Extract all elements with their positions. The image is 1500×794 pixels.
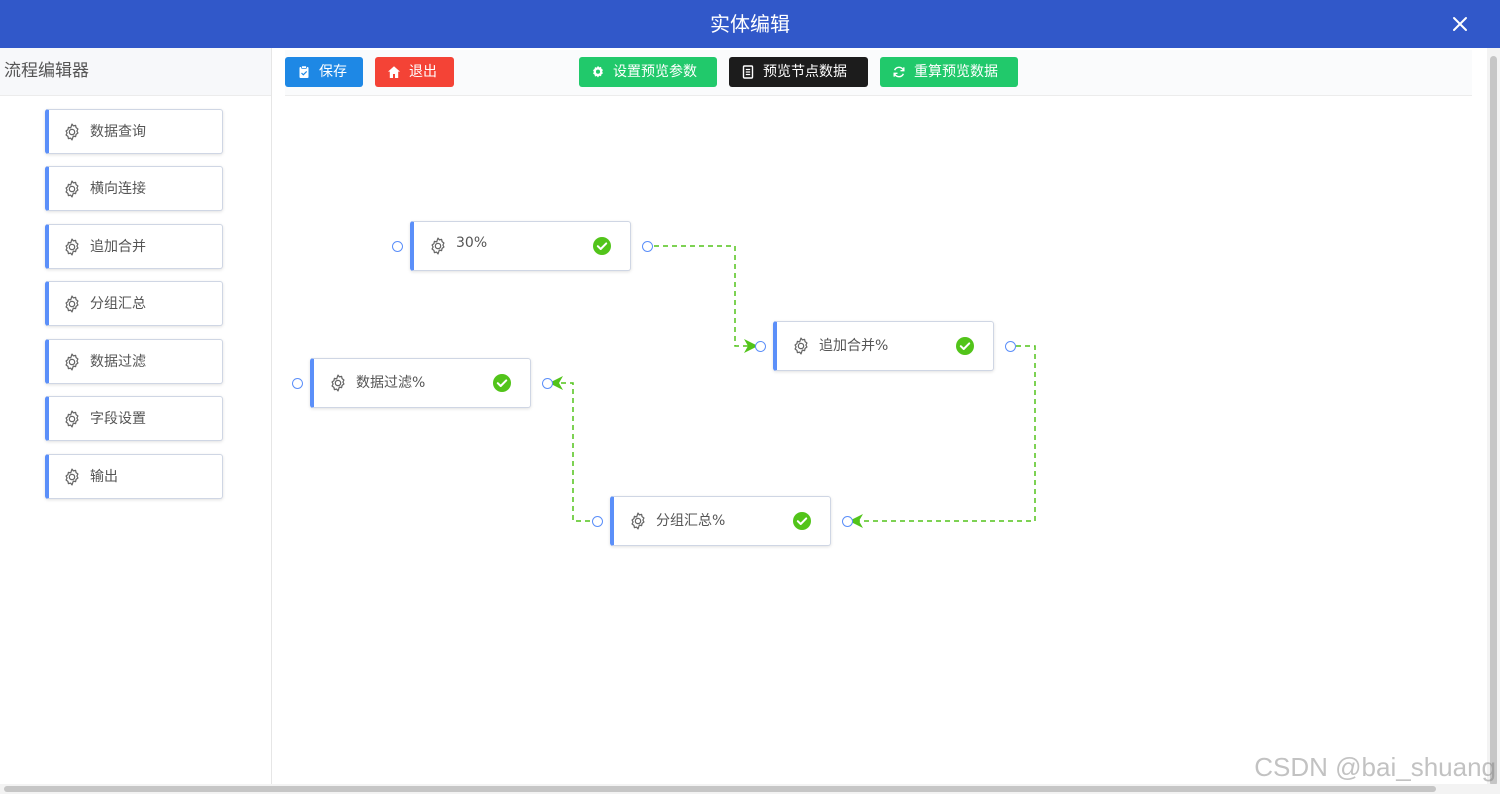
gear-icon bbox=[62, 409, 82, 429]
gear-icon bbox=[62, 122, 82, 142]
palette-item-label: 横向连接 bbox=[90, 181, 146, 197]
gear-icon bbox=[328, 373, 348, 393]
document-icon bbox=[742, 65, 754, 79]
node-input-port[interactable] bbox=[292, 378, 303, 389]
node-palette: 流程编辑器 数据查询 横向连接 追加合并 分组汇总 数据过滤 字段设置 输出 bbox=[0, 48, 272, 784]
dialog-header: 实体编辑 bbox=[0, 0, 1500, 48]
success-check-icon bbox=[592, 236, 612, 256]
palette-item-label: 分组汇总 bbox=[90, 296, 146, 312]
palette-item-label: 追加合并 bbox=[90, 239, 146, 255]
watermark: CSDN @bai_shuang bbox=[1254, 752, 1496, 782]
gear-icon bbox=[791, 336, 811, 356]
palette-item-label: 输出 bbox=[90, 469, 118, 485]
flow-node-group-summary[interactable]: 分组汇总% bbox=[610, 496, 831, 546]
save-button[interactable]: 保存 bbox=[285, 57, 363, 87]
palette-item-label: 字段设置 bbox=[90, 411, 146, 427]
home-icon bbox=[388, 66, 400, 78]
gear-icon bbox=[593, 65, 603, 78]
node-input-port[interactable] bbox=[755, 341, 766, 352]
flow-node-30[interactable]: 30% bbox=[410, 221, 631, 271]
gear-icon bbox=[62, 237, 82, 257]
success-check-icon bbox=[492, 373, 512, 393]
palette-item-field-settings[interactable]: 字段设置 bbox=[45, 396, 223, 441]
flow-node-data-filter[interactable]: 数据过滤% bbox=[310, 358, 531, 408]
save-button-label: 保存 bbox=[319, 64, 347, 80]
vertical-scrollbar[interactable] bbox=[1487, 48, 1500, 786]
preview-node-data-label: 预览节点数据 bbox=[763, 64, 847, 80]
palette-item-data-query[interactable]: 数据查询 bbox=[45, 109, 223, 154]
node-output-port[interactable] bbox=[1005, 341, 1016, 352]
gear-icon bbox=[428, 236, 448, 256]
palette-item-output[interactable]: 输出 bbox=[45, 454, 223, 499]
node-output-port[interactable] bbox=[842, 516, 853, 527]
exit-button-label: 退出 bbox=[409, 64, 437, 80]
palette-item-label: 数据查询 bbox=[90, 124, 146, 140]
node-output-port[interactable] bbox=[642, 241, 653, 252]
preview-node-data-button[interactable]: 预览节点数据 bbox=[729, 57, 868, 87]
editor-toolbar: 保存 退出 设置预览参数 预览节点数据 重算预览数据 bbox=[285, 50, 1472, 96]
success-check-icon bbox=[792, 511, 812, 531]
gear-icon bbox=[628, 511, 648, 531]
palette-item-horizontal-join[interactable]: 横向连接 bbox=[45, 166, 223, 211]
exit-button[interactable]: 退出 bbox=[375, 57, 454, 87]
scrollbar-thumb[interactable] bbox=[1490, 56, 1497, 786]
close-icon[interactable] bbox=[1448, 12, 1472, 36]
gear-icon bbox=[62, 352, 82, 372]
clipboard-icon bbox=[299, 65, 309, 78]
gear-icon bbox=[62, 467, 82, 487]
palette-item-group-summary[interactable]: 分组汇总 bbox=[45, 281, 223, 326]
palette-item-data-filter[interactable]: 数据过滤 bbox=[45, 339, 223, 384]
flow-node-label: 追加合并% bbox=[819, 338, 889, 354]
flow-node-append-merge[interactable]: 追加合并% bbox=[773, 321, 994, 371]
refresh-icon bbox=[893, 66, 905, 78]
dialog-title: 实体编辑 bbox=[710, 12, 790, 36]
palette-item-label: 数据过滤 bbox=[90, 354, 146, 370]
horizontal-scrollbar[interactable] bbox=[0, 784, 1500, 794]
node-input-port[interactable] bbox=[592, 516, 603, 527]
flow-node-label: 数据过滤% bbox=[356, 375, 426, 391]
recalc-preview-button[interactable]: 重算预览数据 bbox=[880, 57, 1018, 87]
preview-params-button[interactable]: 设置预览参数 bbox=[579, 57, 717, 87]
flow-node-label: 30% bbox=[456, 235, 488, 251]
node-input-port[interactable] bbox=[392, 241, 403, 252]
gear-icon bbox=[62, 294, 82, 314]
preview-params-label: 设置预览参数 bbox=[613, 64, 697, 80]
gear-icon bbox=[62, 179, 82, 199]
recalc-preview-label: 重算预览数据 bbox=[914, 64, 998, 80]
success-check-icon bbox=[955, 336, 975, 356]
scrollbar-thumb[interactable] bbox=[4, 786, 1436, 792]
flow-node-label: 分组汇总% bbox=[656, 513, 726, 529]
node-output-port[interactable] bbox=[542, 378, 553, 389]
flow-canvas[interactable]: 30% 追加合并% 数据过滤% 分组汇总% bbox=[272, 96, 1488, 784]
palette-title: 流程编辑器 bbox=[0, 48, 271, 96]
palette-item-append-merge[interactable]: 追加合并 bbox=[45, 224, 223, 269]
